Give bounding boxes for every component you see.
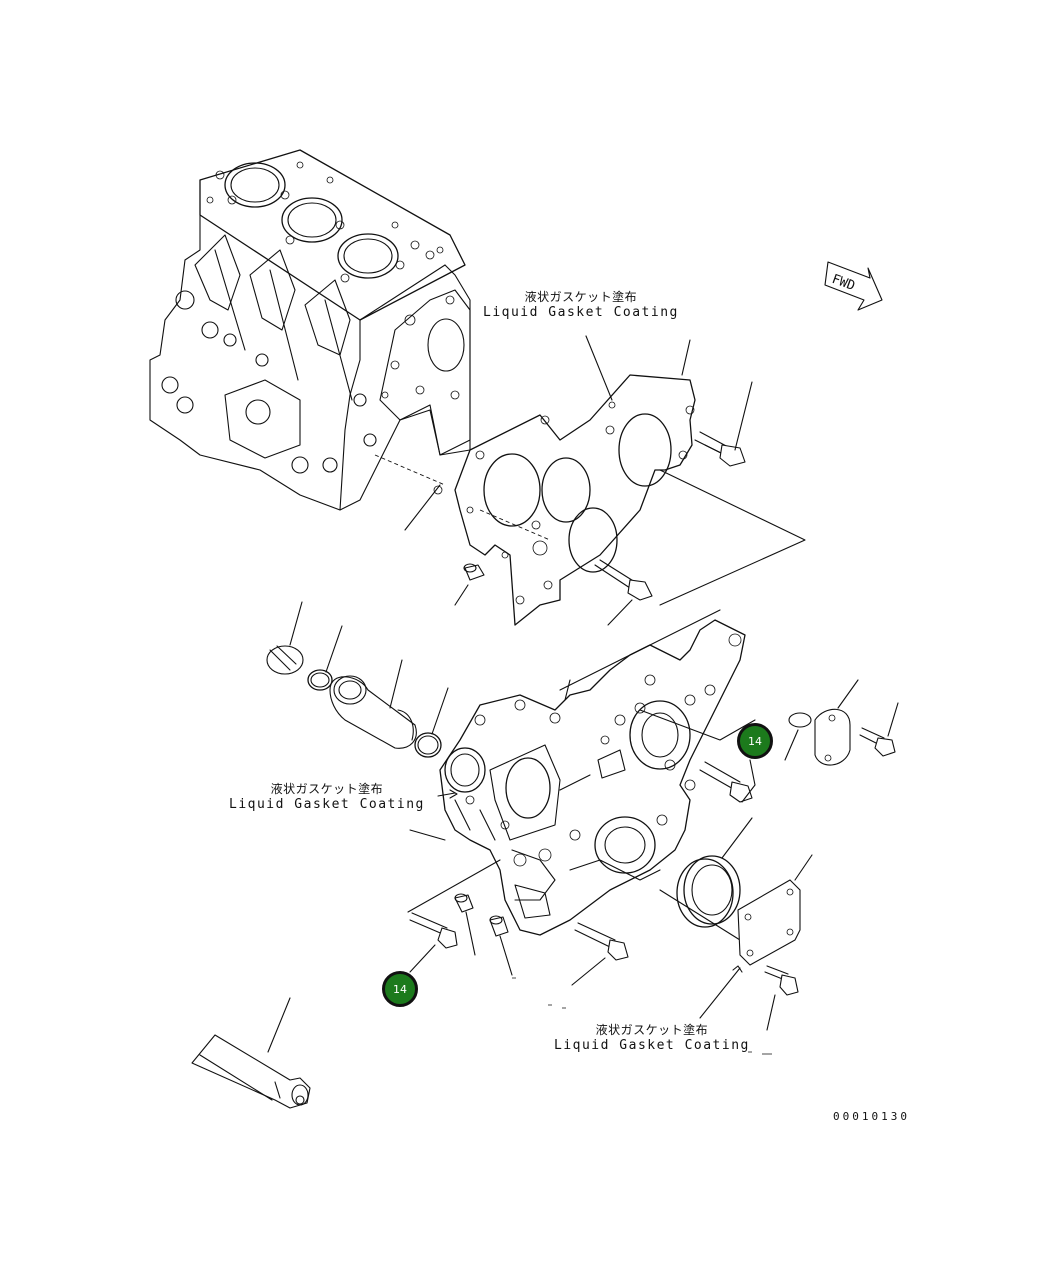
- gasket-label-en: Liquid Gasket Coating: [554, 1038, 750, 1053]
- front-plate: [433, 374, 696, 626]
- gear-case: [439, 619, 746, 936]
- liquid-gasket-tube: [191, 997, 311, 1109]
- cover-plate: [814, 679, 859, 766]
- callout-number: 14: [748, 734, 762, 748]
- callout-14-right[interactable]: 14: [737, 723, 773, 759]
- callout-14-left[interactable]: 14: [382, 971, 418, 1007]
- gasket-label-left: 液状ガスケット塗布 Liquid Gasket Coating: [229, 780, 425, 812]
- cylinder-block: [149, 149, 471, 511]
- bolt: [409, 912, 458, 973]
- collar: [329, 659, 417, 749]
- dowel-pin: [454, 563, 485, 606]
- gasket-label-jp: 液状ガスケット塗布: [524, 290, 638, 304]
- oil-seal: [676, 817, 753, 928]
- gasket-label-bottom: 液状ガスケット塗布 Liquid Gasket Coating: [554, 1021, 750, 1053]
- plug: [784, 712, 812, 761]
- bolt: [764, 965, 799, 1031]
- bolt: [694, 381, 753, 467]
- o-ring: [307, 625, 343, 691]
- callout-number: 14: [393, 982, 407, 996]
- fwd-arrow-icon: FWD: [824, 261, 883, 311]
- set-screw: [489, 915, 513, 976]
- rear-cover: [699, 854, 813, 1019]
- gasket-label-en: Liquid Gasket Coating: [229, 797, 425, 812]
- figure-number: 00010130: [833, 1110, 910, 1123]
- bolt: [571, 922, 629, 986]
- bolt: [859, 702, 899, 757]
- o-ring: [414, 687, 449, 758]
- gasket-label-jp: 液状ガスケット塗布: [595, 1023, 709, 1037]
- cap: [266, 601, 304, 675]
- set-screw: [454, 893, 476, 956]
- gasket-label-top: 液状ガスケット塗布 Liquid Gasket Coating: [483, 288, 679, 320]
- bolt: [594, 559, 653, 626]
- gasket-label-en: Liquid Gasket Coating: [483, 305, 679, 320]
- gasket-label-jp: 液状ガスケット塗布: [270, 782, 384, 796]
- bolt: [699, 759, 756, 803]
